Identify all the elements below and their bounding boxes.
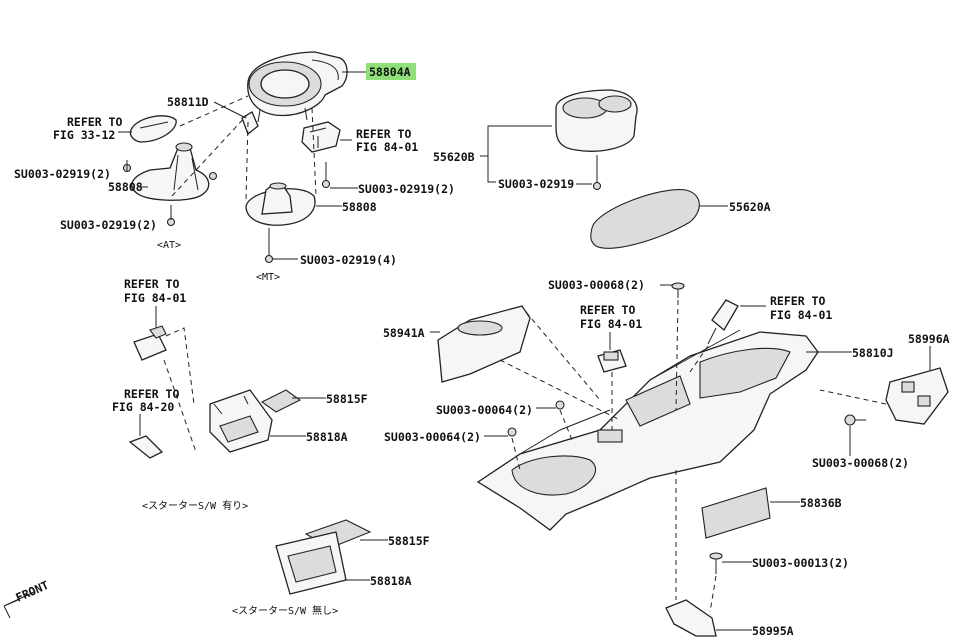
label-su003-00068-2-top[interactable]: SU003-00068(2) — [548, 278, 645, 292]
console-58810j[interactable] — [476, 329, 819, 531]
screw-00064-b — [507, 427, 517, 437]
screw-mt — [264, 254, 274, 264]
screw-right-at — [208, 171, 218, 181]
label-55620b[interactable]: 55620B — [433, 150, 475, 164]
label-58811d[interactable]: 58811D — [167, 95, 209, 109]
screw-mid — [321, 179, 331, 189]
pocket-58818a-bottom[interactable] — [275, 531, 347, 595]
pin-connector[interactable] — [128, 435, 164, 459]
refer-fig33-12-line2: FIG 33-12 — [53, 128, 115, 142]
switch-module-top[interactable] — [301, 121, 341, 153]
connector-plug[interactable] — [133, 325, 167, 361]
screw-00064-a — [555, 400, 565, 410]
mat-55620a[interactable] — [590, 189, 700, 249]
bolt-00013-icon — [709, 552, 723, 574]
refer-fig33-12-line1: REFER TO — [67, 115, 122, 129]
cup-holder-55620b[interactable] — [555, 89, 638, 152]
label-58818a-b[interactable]: 58818A — [370, 574, 412, 588]
shift-boot-at-58808[interactable] — [131, 142, 210, 201]
pad-58836b[interactable] — [701, 487, 771, 539]
label-58804a[interactable]: 58804A — [369, 65, 411, 79]
label-58810j[interactable]: 58810J — [852, 346, 894, 360]
label-su003-00064-2-a[interactable]: SU003-00064(2) — [436, 403, 533, 417]
shift-knob-cover[interactable] — [129, 115, 177, 143]
label-58815f-a[interactable]: 58815F — [326, 392, 368, 406]
refer-fig84-01-a-line2: FIG 84-01 — [356, 140, 418, 154]
label-su003-00068-2-right[interactable]: SU003-00068(2) — [812, 456, 909, 470]
label-su003-02919-4[interactable]: SU003-02919(4) — [300, 253, 397, 267]
shift-boot-mt-58808[interactable] — [245, 182, 316, 226]
label-su003-02919-2-low[interactable]: SU003-02919(2) — [60, 218, 157, 232]
cable-connector[interactable] — [707, 299, 739, 345]
label-front: FRONT — [14, 578, 51, 605]
highlight-58804a — [366, 63, 416, 80]
refer-fig84-01-c-line2: FIG 84-01 — [580, 317, 642, 331]
bolt-top-icon — [671, 282, 685, 298]
cover-58815f-top[interactable] — [260, 389, 302, 413]
clip-58811d[interactable] — [241, 111, 259, 136]
label-su003-02919[interactable]: SU003-02919 — [498, 177, 574, 191]
bolt-right-icon — [844, 414, 866, 426]
label-58836b[interactable]: 58836B — [800, 496, 842, 510]
label-su003-02919-2-left[interactable]: SU003-02919(2) — [14, 167, 111, 181]
bracket-58995a[interactable] — [665, 599, 717, 637]
label-58995a[interactable]: 58995A — [752, 624, 794, 638]
label-at: <AT> — [157, 240, 181, 251]
refer-fig84-01-c-line1: REFER TO — [580, 303, 635, 317]
starter-switch-58818a-top[interactable] — [209, 389, 273, 453]
label-58815f-b[interactable]: 58815F — [388, 534, 430, 548]
label-starter-without: <スターターS/W 無し> — [232, 604, 338, 617]
label-58996a[interactable]: 58996A — [908, 332, 950, 346]
label-su003-00013-2[interactable]: SU003-00013(2) — [752, 556, 849, 570]
label-55620a[interactable]: 55620A — [729, 200, 771, 214]
screw-cupholder — [592, 181, 602, 191]
switch-module-c[interactable] — [597, 349, 627, 373]
refer-fig84-01-b-line1: REFER TO — [124, 277, 179, 291]
refer-fig84-20-line1: REFER TO — [124, 387, 179, 401]
front-arrow-icon — [3, 591, 35, 619]
refer-fig84-01-d-line2: FIG 84-01 — [770, 308, 832, 322]
refer-fig84-01-b-line2: FIG 84-01 — [124, 291, 186, 305]
label-58808-left[interactable]: 58808 — [108, 180, 143, 194]
label-58818a-a[interactable]: 58818A — [306, 430, 348, 444]
bracket-58996a[interactable] — [885, 367, 949, 425]
label-58808-right[interactable]: 58808 — [342, 200, 377, 214]
refer-fig84-01-d-line1: REFER TO — [770, 294, 825, 308]
refer-fig84-01-a-line1: REFER TO — [356, 127, 411, 141]
label-su003-00064-2-b[interactable]: SU003-00064(2) — [384, 430, 481, 444]
label-su003-02919-2-right[interactable]: SU003-02919(2) — [358, 182, 455, 196]
shift-bezel-58804a[interactable] — [247, 51, 348, 123]
lever-58941a[interactable] — [437, 305, 531, 383]
label-58941a[interactable]: 58941A — [383, 326, 425, 340]
label-starter-with: <スターターS/W 有り> — [142, 499, 248, 512]
label-mt: <MT> — [256, 272, 280, 283]
refer-fig84-20-line2: FIG 84-20 — [112, 400, 174, 414]
